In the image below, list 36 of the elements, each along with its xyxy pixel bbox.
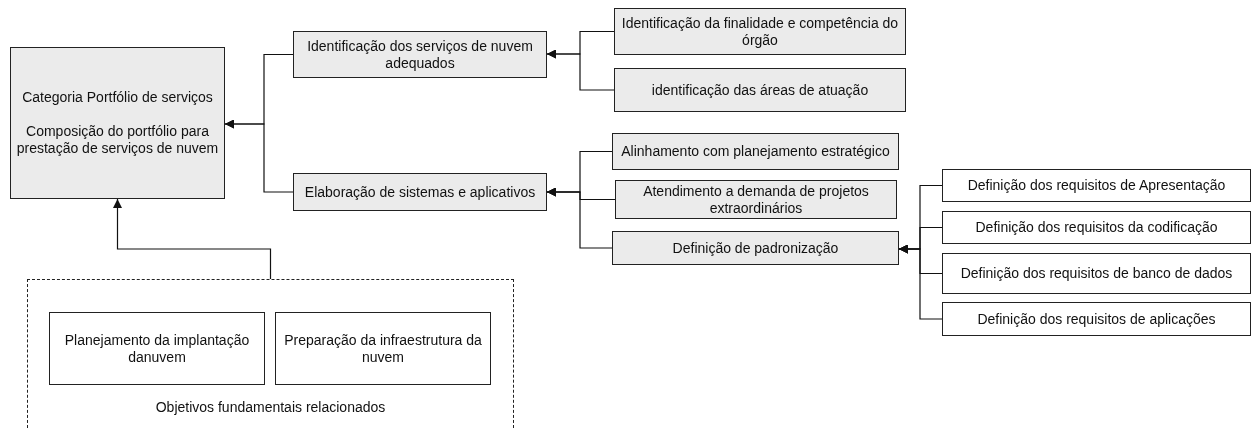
process-box: [612, 231, 899, 265]
connector-arrow: [898, 244, 943, 320]
process-box: [293, 173, 547, 211]
process-box: [942, 253, 1251, 294]
process-box: [10, 47, 225, 199]
connector-arrow: [546, 49, 615, 91]
process-box: [614, 68, 906, 112]
box-text: Definição dos requisitos de banco de dados: [960, 265, 1233, 282]
process-box: [293, 31, 547, 78]
box-text: Alinhamento com planejamento estratégico: [621, 143, 890, 160]
process-box: [942, 211, 1251, 244]
box-heading: Categoria Portfólio de serviços: [22, 89, 213, 106]
box-text: Definição dos requisitos da codificação: [975, 219, 1218, 236]
connector-arrow: [224, 119, 294, 193]
box-text: Identificação da finalidade e competência do órgão: [620, 14, 900, 49]
process-box: [615, 180, 897, 219]
process-box: [49, 312, 265, 385]
connector-arrow: [546, 187, 613, 249]
box-text: Composição do portfólio para prestação de serviços de nuvem: [15, 123, 220, 157]
box-text: Definição de padronização: [672, 239, 839, 257]
process-box: [612, 133, 899, 170]
group-label: Objetivos fundamentais relacionados: [155, 399, 386, 416]
process-box: [614, 8, 906, 55]
box-text: identificação das áreas de atuação: [651, 81, 869, 99]
process-box: [942, 302, 1251, 336]
dashed-group-box: [27, 279, 514, 428]
box-text: Identificação dos serviços de nuvem adequados: [306, 37, 534, 72]
box-text: Definição dos requisitos de Apresentação: [967, 177, 1226, 194]
box-text: Elaboração de sistemas e aplicativos: [304, 183, 536, 201]
box-text: Definição dos requisitos de aplicações: [977, 310, 1216, 328]
connector-arrow: [113, 198, 272, 280]
box-text: Planejamento da implantação danuvem: [63, 331, 251, 366]
process-box: [942, 169, 1251, 202]
process-box: [275, 312, 491, 385]
box-text: Preparação da infraestrutura da nuvem: [283, 331, 483, 366]
box-text: Atendimento a demanda de projetos extraordinários: [642, 182, 870, 217]
